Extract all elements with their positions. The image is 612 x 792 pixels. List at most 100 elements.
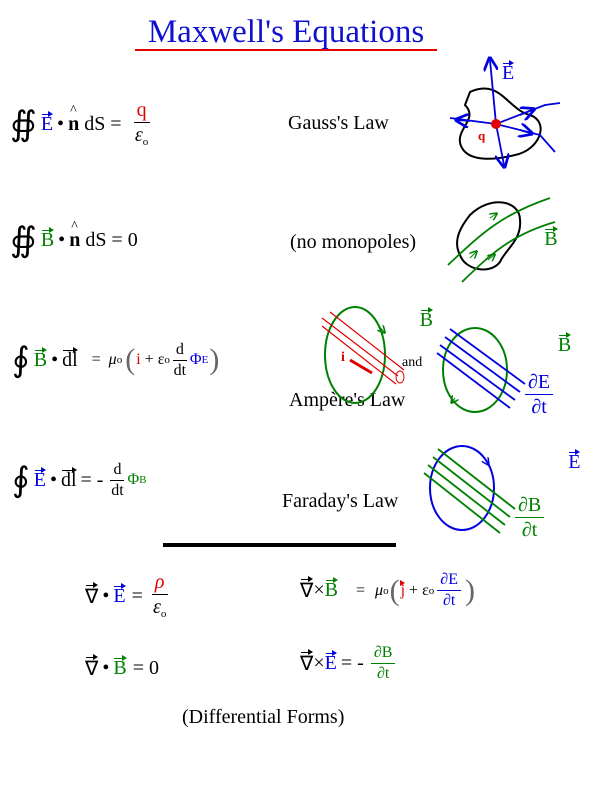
subscript: o [160,608,167,620]
numerator: ∂E [437,572,461,591]
numerator: d [110,461,125,481]
subscript: o [428,584,435,597]
b-field-vector: B [113,655,128,679]
nabla: ∇ [85,581,99,608]
b-field-vector: B [40,226,55,251]
denominator: dt [173,361,187,379]
epsilon: ε [153,596,161,618]
epsilon: ε [422,581,429,599]
left-paren: ( [389,573,400,607]
gauss-law-label: Gauss's Law [288,112,389,134]
line-integral-symbol: ∮ [12,460,30,500]
line-integral-symbol: ∮ [12,340,30,380]
subscript: B [139,474,147,486]
de-dt-label: ∂E ∂t [525,372,554,418]
flux-b-field-label: B [557,332,572,356]
equals-zero: = 0 [132,657,160,679]
b-field-vector: B [324,577,339,601]
right-paren: ) [209,343,220,376]
b-field-vector: B [33,346,48,371]
equals: = [356,581,366,599]
dot-operator: • [58,228,66,251]
numerator: q [133,100,150,123]
db-dt: ∂B∂t [370,645,396,682]
ampere-wire-diagram [321,306,405,404]
e-field-vector: E [324,650,338,674]
db-dt-label: ∂B ∂t [515,495,545,541]
no-monopoles-equation: ∯ B • n dS = 0 [10,219,138,261]
gauss-law-equation: ∯ E • n dS = q εo [10,100,153,148]
e-field-vector: E [33,466,47,491]
title-underline [135,49,437,51]
rho-over-epsilon: ρ εo [151,572,168,620]
divergence-b-equation: ∇ • B = 0 [85,654,160,681]
epsilon: ε [157,351,165,368]
epsilon: ε [134,124,143,146]
charge-label: q [478,128,486,143]
and-label: and [402,355,423,370]
equals: = [91,351,101,368]
normal-vector: n [68,103,79,136]
surface-integral-symbol: ∯ [10,104,37,144]
subscript: o [142,136,149,148]
faraday-law-label: Faraday's Law [282,490,399,512]
dot-operator: • [51,348,59,371]
nabla: ∇ [300,649,314,675]
denominator: ∂t [521,519,538,541]
faraday-diagram [423,445,516,534]
surface-integral-symbol: ∯ [10,220,37,260]
monopole-b-field-label: B [544,226,558,250]
current-label: i [341,350,345,365]
plus: + [409,581,419,599]
numerator: ρ [151,572,168,595]
right-paren: ) [464,573,475,607]
current-density: j [399,579,406,599]
denominator: dt [111,481,124,499]
charge-over-epsilon: q εo [133,100,150,148]
numerator: ∂B [515,495,545,518]
subscript: E [201,354,209,366]
current: i [136,351,141,368]
ampere-b-field-label: B [419,307,434,331]
numerator: ∂E [525,372,554,395]
denominator: ∂t [442,592,456,609]
divergence-e-equation: ∇ • E = ρ εo [85,572,171,620]
ampere-law-label: Ampère's Law [289,389,406,411]
nabla: ∇ [300,576,314,602]
numerator: d [172,341,187,361]
left-paren: ( [125,343,136,376]
line-element: dl [62,346,78,371]
equals-minus: = - [80,468,104,491]
dot-operator: • [102,584,110,607]
magnetic-flux: Φ [127,471,140,488]
denominator: ∂t [531,396,547,418]
equals: = [131,584,143,607]
denominator: ∂t [376,665,390,682]
dot-operator: • [102,657,110,679]
nabla: ∇ [85,654,99,680]
dot-operator: • [57,112,65,135]
ampere-flux-diagram [436,327,526,413]
line-element: dl [60,466,77,491]
differential-forms-label: (Differential Forms) [182,706,345,728]
gauss-e-field-label: E [502,60,515,84]
monopole-diagram [447,197,556,283]
de-dt: ∂E∂t [437,572,461,609]
cross-operator: × [313,652,325,674]
surface-element: dS = [84,112,122,135]
cross-operator: × [313,579,325,601]
electric-flux: Φ [189,351,202,368]
no-monopoles-label: (no monopoles) [290,231,417,253]
surface-element: dS = 0 [85,228,138,251]
mu: μ [108,351,117,368]
dot-operator: • [49,468,57,491]
faraday-e-field-label: E [568,449,581,473]
subscript: o [164,354,170,366]
curl-e-equation: ∇ × E = - ∂B∂t [300,645,398,682]
